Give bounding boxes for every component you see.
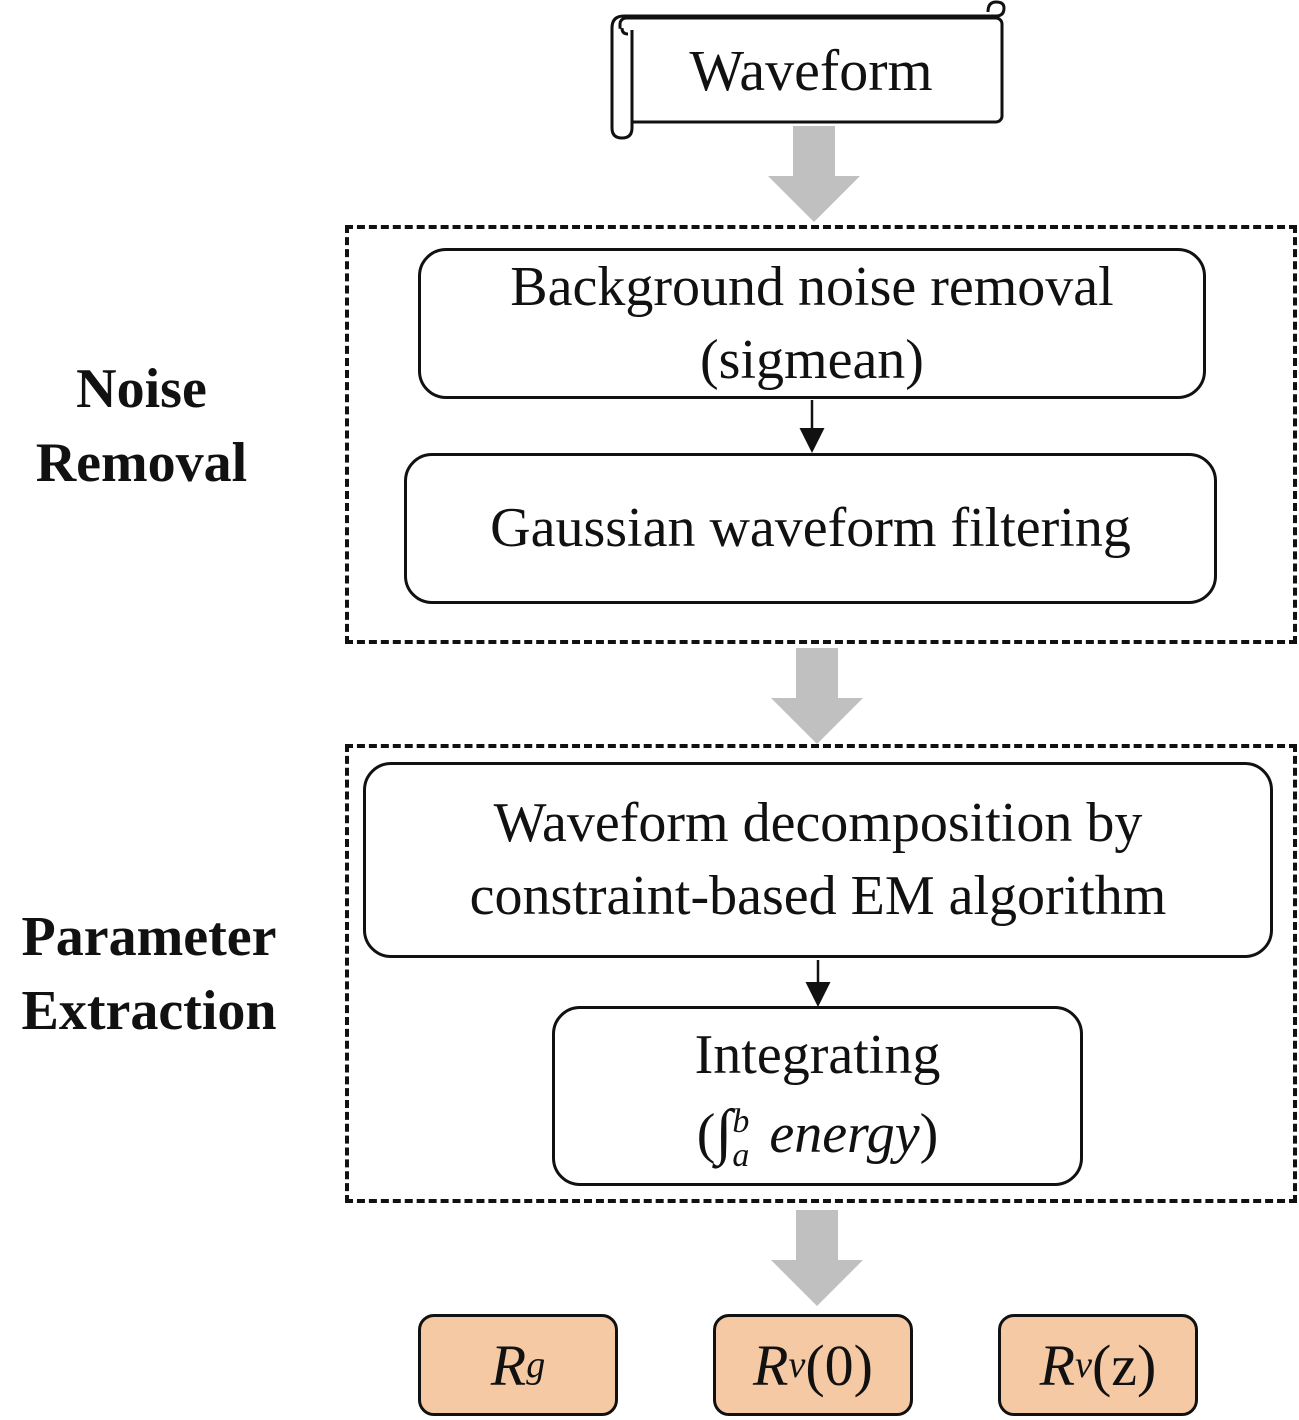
big-arrow-2	[771, 648, 863, 744]
integral-sign: ∫	[715, 1097, 733, 1166]
output-rv0-arg: (0)	[805, 1332, 873, 1398]
output-rvz-sub: v	[1075, 1344, 1092, 1386]
input-waveform-label: Waveform	[620, 18, 1002, 122]
output-rg-base: R	[490, 1332, 527, 1398]
label-parameter-extraction-line2: Extraction	[21, 980, 277, 1043]
group-noise-removal	[345, 225, 1297, 644]
input-waveform-text: Waveform	[689, 37, 933, 103]
output-rvz-base: R	[1039, 1332, 1076, 1398]
output-rv0-base: R	[753, 1332, 789, 1398]
step-integrating-line1: Integrating	[694, 1024, 941, 1087]
output-rg-sub: g	[526, 1344, 546, 1386]
integral-close-paren: )	[919, 1102, 939, 1165]
output-rv0-sub: v	[788, 1344, 806, 1386]
integral-expression: energy	[755, 1102, 920, 1165]
step-gaussian-filtering: Gaussian waveform filtering	[404, 453, 1217, 604]
label-parameter-extraction-line1: Parameter	[21, 906, 277, 968]
step-background-noise-removal-line2: (sigmean)	[700, 328, 924, 391]
label-noise-removal-line1: Noise	[76, 358, 207, 420]
integral-lower: a	[732, 1136, 750, 1174]
output-rvz-arg: (z)	[1091, 1332, 1157, 1398]
step-gaussian-filtering-line1: Gaussian waveform filtering	[490, 497, 1131, 560]
big-arrow-1	[768, 126, 860, 222]
label-noise-removal-line2: Removal	[35, 432, 248, 495]
step-background-noise-removal-line1: Background noise removal	[510, 255, 1114, 318]
integral-open-paren: (	[696, 1102, 716, 1165]
scroll-shape	[610, 0, 1006, 140]
step-waveform-decomposition-line1: Waveform decomposition by	[493, 792, 1143, 855]
group-parameter-extraction	[345, 744, 1297, 1203]
label-parameter-extraction: Parameter Extraction	[0, 900, 298, 1049]
step-waveform-decomposition-line2: constraint-based EM algorithm	[469, 865, 1167, 927]
integral-upper: b	[732, 1102, 750, 1140]
label-noise-removal: Noise Removal	[0, 352, 283, 501]
step-background-noise-removal: Background noise removal (sigmean)	[418, 248, 1206, 399]
step-waveform-decomposition: Waveform decomposition by constraint-bas…	[363, 762, 1273, 958]
big-arrow-3	[771, 1210, 863, 1306]
